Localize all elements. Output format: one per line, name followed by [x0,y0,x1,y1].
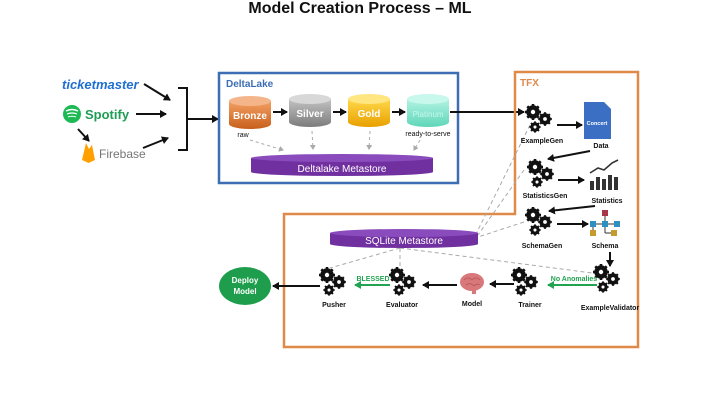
source-spotify: Spotify [63,105,130,123]
tier-bronze: Bronze raw [229,96,271,139]
deltalake-metastore: Deltalake Metastore [251,154,433,176]
firebase-label: Firebase [99,147,146,161]
arrow-firebase [142,136,169,149]
svg-text:Pusher: Pusher [322,302,346,309]
gears-icon [525,104,552,133]
ticketmaster-logo: ticketmaster [62,77,140,92]
chart-icon [589,159,619,190]
gears-icon [525,207,552,236]
artifact-data: Concert Data [584,102,611,150]
tier-silver: Silver [289,94,331,127]
svg-text:Model: Model [462,301,482,308]
svg-text:Evaluator: Evaluator [386,302,418,309]
svg-text:Data: Data [593,143,608,150]
schema-icon [590,210,620,236]
component-examplegen: ExampleGen [521,104,563,145]
svg-text:ExampleValidator: ExampleValidator [581,305,640,312]
arrow-data-statisticsgen [547,150,591,162]
component-trainer: Trainer [511,267,542,309]
svg-text:StatisticsGen: StatisticsGen [523,193,568,200]
arrow-ticketmaster [143,83,171,101]
svg-text:Schema: Schema [592,243,619,250]
deltalake-label: DeltaLake [226,79,274,90]
gears-icon [511,267,538,296]
svg-text:SQLite Metastore: SQLite Metastore [365,236,443,247]
tier-platinum: Platinum ready-to-serve [405,94,451,138]
component-statisticsgen: StatisticsGen [523,159,568,200]
edge-label-blessed: BLESSED [356,276,389,283]
deploy-model-node: Deploy Model [219,267,271,305]
component-pusher: Pusher [319,267,346,309]
sqlite-metastore: SQLite Metastore [330,229,478,248]
page-title: Model Creation Process – ML [248,0,472,17]
merge-bracket [178,87,196,151]
spotify-label: Spotify [85,107,130,122]
tier-caption: ready-to-serve [405,131,450,138]
svg-text:Deploy: Deploy [232,276,259,285]
arrow-statistics-schemagen [548,205,596,215]
svg-text:Concert: Concert [587,121,608,127]
edge-label-no-anomalies: No Anomalies [551,276,598,283]
tier-label: Gold [358,109,381,120]
svg-text:ExampleGen: ExampleGen [521,138,563,145]
svg-text:Deltalake Metastore: Deltalake Metastore [298,164,387,175]
tier-caption: raw [237,132,249,139]
artifact-schema: Schema [590,210,620,250]
component-examplevalidator: ExampleValidator [581,264,640,312]
tfx-box [282,70,640,349]
gears-icon [319,267,346,296]
svg-text:Statistics: Statistics [591,198,622,205]
svg-text:Model: Model [233,287,256,296]
svg-text:SchemaGen: SchemaGen [522,243,562,250]
tier-label: Silver [296,109,323,120]
tier-gold: Gold [348,94,390,127]
document-icon [584,102,611,139]
artifact-model: Model [460,273,484,308]
tier-label: Platinum [412,110,443,119]
spotify-icon [63,105,81,123]
tier-label: Bronze [233,111,267,122]
source-firebase: Firebase [82,143,146,163]
component-evaluator: Evaluator [386,267,418,309]
tfx-label: TFX [520,78,539,89]
brain-icon [460,273,484,294]
arrow-spotify-firebase [77,128,90,142]
component-schemagen: SchemaGen [522,207,562,250]
gears-icon [527,159,554,188]
svg-text:Trainer: Trainer [518,302,542,309]
firebase-icon [82,143,95,163]
source-ticketmaster: ticketmaster [62,77,140,92]
artifact-statistics: Statistics [589,159,623,205]
metadata-links [329,124,601,275]
gears-icon [389,267,416,296]
